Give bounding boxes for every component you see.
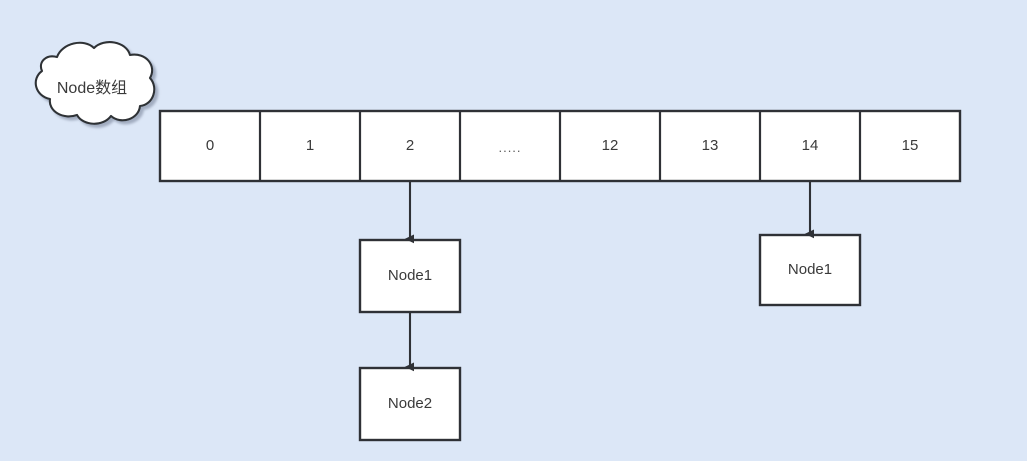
cloud-shape <box>34 41 156 125</box>
node-box-bucket14-node1 <box>758 233 862 307</box>
node-array-shape <box>158 109 962 183</box>
node-box-bucket2-node2 <box>358 366 462 442</box>
node-box-bucket2-node1 <box>358 238 462 314</box>
